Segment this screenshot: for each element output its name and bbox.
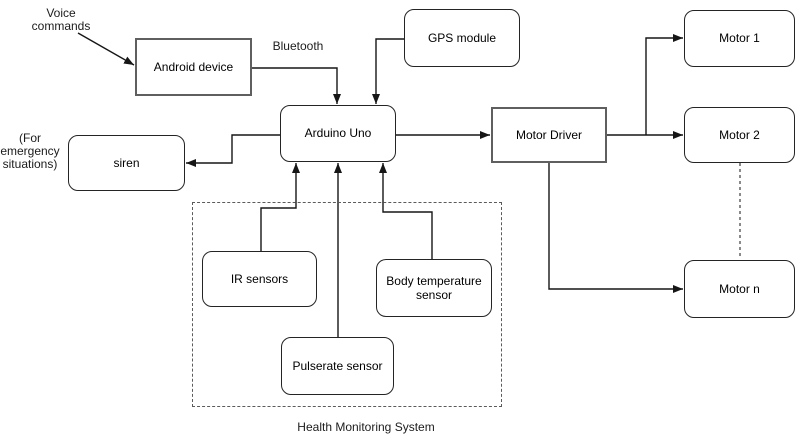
node-motor-1[interactable]: Motor 1	[684, 10, 795, 67]
node-gps-module[interactable]: GPS module	[404, 9, 520, 67]
edge-android-device-to-arduino-uno	[252, 67, 341, 104]
node-label-pulserate-sensor: Pulserate sensor	[292, 358, 383, 373]
node-label-motor-driver: Motor Driver	[515, 127, 582, 142]
node-android-device[interactable]: Android device	[135, 38, 252, 96]
node-label-gps-module: GPS module	[427, 30, 497, 45]
label-voice-commands: Voice commands	[31, 6, 91, 33]
node-label-ir-sensors: IR sensors	[230, 271, 289, 286]
node-label-android-device: Android device	[153, 59, 234, 74]
node-label-body-temperature-sensor: Body temperature sensor	[386, 273, 482, 302]
node-motor-n[interactable]: Motor n	[684, 260, 795, 318]
node-motor-driver[interactable]: Motor Driver	[491, 107, 607, 163]
label-bluetooth: Bluetooth	[272, 39, 324, 53]
node-label-siren: siren	[113, 155, 140, 170]
group-health-monitoring-system[interactable]	[192, 202, 502, 407]
edge-voice-commands-to-android-device	[77, 32, 135, 66]
node-ir-sensors[interactable]: IR sensors	[202, 251, 317, 307]
label-health-monitoring-system-caption: Health Monitoring System	[297, 420, 435, 434]
label-emergency-note: (For emergency situations)	[0, 131, 60, 171]
edge-arduino-uno-to-siren	[186, 134, 280, 167]
node-label-motor-n: Motor n	[719, 281, 760, 296]
node-siren[interactable]: siren	[68, 135, 185, 191]
edge-body-temperature-sensor-to-arduino-uno	[379, 163, 433, 259]
node-label-motor-1: Motor 1	[719, 31, 760, 46]
node-motor-2[interactable]: Motor 2	[684, 107, 795, 163]
edge-ir-sensors-to-arduino-uno	[260, 163, 300, 251]
edge-motor-driver-to-motor-1	[645, 34, 683, 135]
edge-motor-driver-to-motor-n	[548, 163, 683, 293]
node-label-motor-2: Motor 2	[719, 127, 760, 142]
node-pulserate-sensor[interactable]: Pulserate sensor	[281, 337, 394, 395]
edge-gps-module-to-arduino-uno	[372, 38, 404, 104]
node-body-temperature-sensor[interactable]: Body temperature sensor	[376, 259, 492, 317]
node-arduino-uno[interactable]: Arduino Uno	[280, 105, 396, 162]
node-label-arduino-uno: Arduino Uno	[304, 126, 372, 141]
